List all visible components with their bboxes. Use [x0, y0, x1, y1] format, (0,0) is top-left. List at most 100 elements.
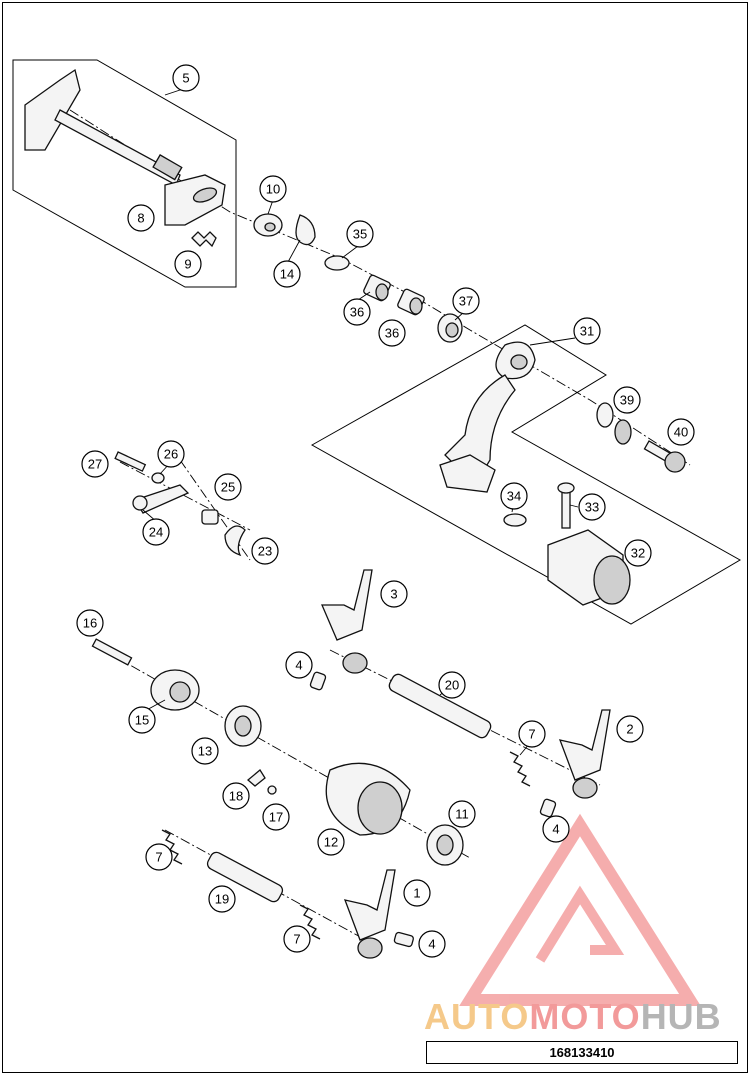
segment-bolt	[91, 638, 133, 666]
callout-23[interactable]: 23	[251, 537, 279, 565]
locking-lever-bolt	[114, 451, 147, 472]
callout-12[interactable]: 12	[317, 828, 345, 856]
callout-4b[interactable]: 4	[542, 815, 570, 843]
guide-bushing	[253, 213, 283, 237]
shift-fork-1	[343, 869, 396, 959]
svg-text:27: 27	[88, 457, 102, 472]
callout-26[interactable]: 26	[157, 440, 185, 468]
callout-25[interactable]: 25	[214, 473, 242, 501]
svg-text:33: 33	[585, 500, 599, 515]
callout-40[interactable]: 40	[667, 418, 695, 446]
shift-shaft	[24, 68, 183, 186]
footpeg-pin	[557, 482, 575, 529]
locking-lever-spring	[224, 525, 246, 557]
svg-text:8: 8	[137, 211, 144, 226]
needle-bearing-1	[363, 274, 391, 302]
svg-text:37: 37	[459, 294, 473, 309]
callout-39[interactable]: 39	[613, 386, 641, 414]
callout-19[interactable]: 19	[208, 885, 236, 913]
callout-37[interactable]: 37	[452, 287, 480, 315]
svg-text:19: 19	[215, 892, 229, 907]
shift-drum-axis	[99, 647, 471, 859]
callout-8[interactable]: 8	[127, 204, 155, 232]
callout-2[interactable]: 2	[616, 715, 644, 743]
callout-5[interactable]: 5	[172, 64, 200, 92]
document-id-box: 168133410	[426, 1041, 738, 1064]
shift-drum	[325, 762, 411, 836]
callout-36b[interactable]: 36	[378, 319, 406, 347]
circlip	[295, 214, 316, 246]
shift-fork-3	[321, 569, 373, 674]
watermark-text: AUTOMOTOHUB	[424, 996, 722, 1038]
locking-lever-sleeve	[201, 509, 219, 525]
callout-27[interactable]: 27	[81, 450, 109, 478]
callout-34[interactable]: 34	[500, 482, 528, 510]
svg-text:15: 15	[135, 713, 149, 728]
lever-bolt-axis	[119, 461, 251, 531]
detent-plate	[246, 769, 266, 787]
locking-lever	[132, 484, 190, 514]
watermark-logo	[459, 813, 701, 1006]
shift-fork-2	[558, 709, 611, 799]
callout-20[interactable]: 20	[438, 671, 466, 699]
document-id: 168133410	[549, 1045, 615, 1060]
svg-text:7: 7	[155, 850, 162, 865]
callout-4a[interactable]: 4	[285, 651, 313, 679]
callout-33[interactable]: 33	[578, 493, 606, 521]
washer	[324, 255, 350, 271]
return-spring	[191, 231, 217, 248]
svg-text:13: 13	[198, 744, 212, 759]
callout-17[interactable]: 17	[262, 803, 290, 831]
callout-7a[interactable]: 7	[518, 720, 546, 748]
fork-rail-upper	[388, 673, 492, 739]
watermark-part2: MOTO	[529, 996, 641, 1037]
drum-bearing	[224, 705, 262, 747]
callout-16[interactable]: 16	[76, 609, 104, 637]
watermark-part3: HUB	[640, 996, 722, 1037]
callout-24[interactable]: 24	[142, 518, 170, 546]
shift-footpeg	[547, 529, 631, 606]
fork-rail-lower	[206, 851, 284, 903]
svg-text:1: 1	[413, 886, 420, 901]
svg-text:34: 34	[507, 489, 521, 504]
callout-3[interactable]: 3	[380, 580, 408, 608]
callout-31[interactable]: 31	[573, 317, 601, 345]
svg-text:5: 5	[182, 71, 189, 86]
svg-text:10: 10	[266, 182, 280, 197]
callout-1[interactable]: 1	[403, 879, 431, 907]
guide-pin-4c	[393, 931, 414, 948]
svg-text:14: 14	[280, 267, 294, 282]
callout-11[interactable]: 11	[448, 800, 476, 828]
callout-15[interactable]: 15	[128, 706, 156, 734]
watermark-part1: AUTO	[424, 996, 530, 1037]
svg-text:11: 11	[455, 807, 469, 822]
svg-text:31: 31	[580, 324, 594, 339]
svg-text:26: 26	[164, 447, 178, 462]
detent-screw	[267, 785, 277, 795]
callout-13[interactable]: 13	[191, 737, 219, 765]
shaft-seal	[437, 313, 463, 343]
callout-4c[interactable]: 4	[418, 930, 446, 958]
callout-7c[interactable]: 7	[283, 925, 311, 953]
detent-spring-lower	[161, 829, 183, 865]
callout-32[interactable]: 32	[624, 539, 652, 567]
svg-text:32: 32	[631, 546, 645, 561]
callout-7b[interactable]: 7	[145, 843, 173, 871]
callout-36a[interactable]: 36	[343, 298, 371, 326]
drum-end-bearing	[426, 824, 464, 866]
callout-14[interactable]: 14	[273, 260, 301, 288]
guide-pin-4a	[309, 671, 327, 691]
callout-35[interactable]: 35	[346, 220, 374, 248]
svg-text:7: 7	[528, 727, 535, 742]
needle-bearing-2	[397, 288, 425, 316]
callout-18[interactable]: 18	[222, 782, 250, 810]
svg-text:16: 16	[83, 616, 97, 631]
callout-9[interactable]: 9	[174, 250, 202, 278]
svg-text:23: 23	[258, 544, 272, 559]
svg-text:24: 24	[149, 525, 163, 540]
callout-10[interactable]: 10	[259, 175, 287, 203]
svg-text:20: 20	[445, 678, 459, 693]
svg-text:7: 7	[293, 932, 300, 947]
